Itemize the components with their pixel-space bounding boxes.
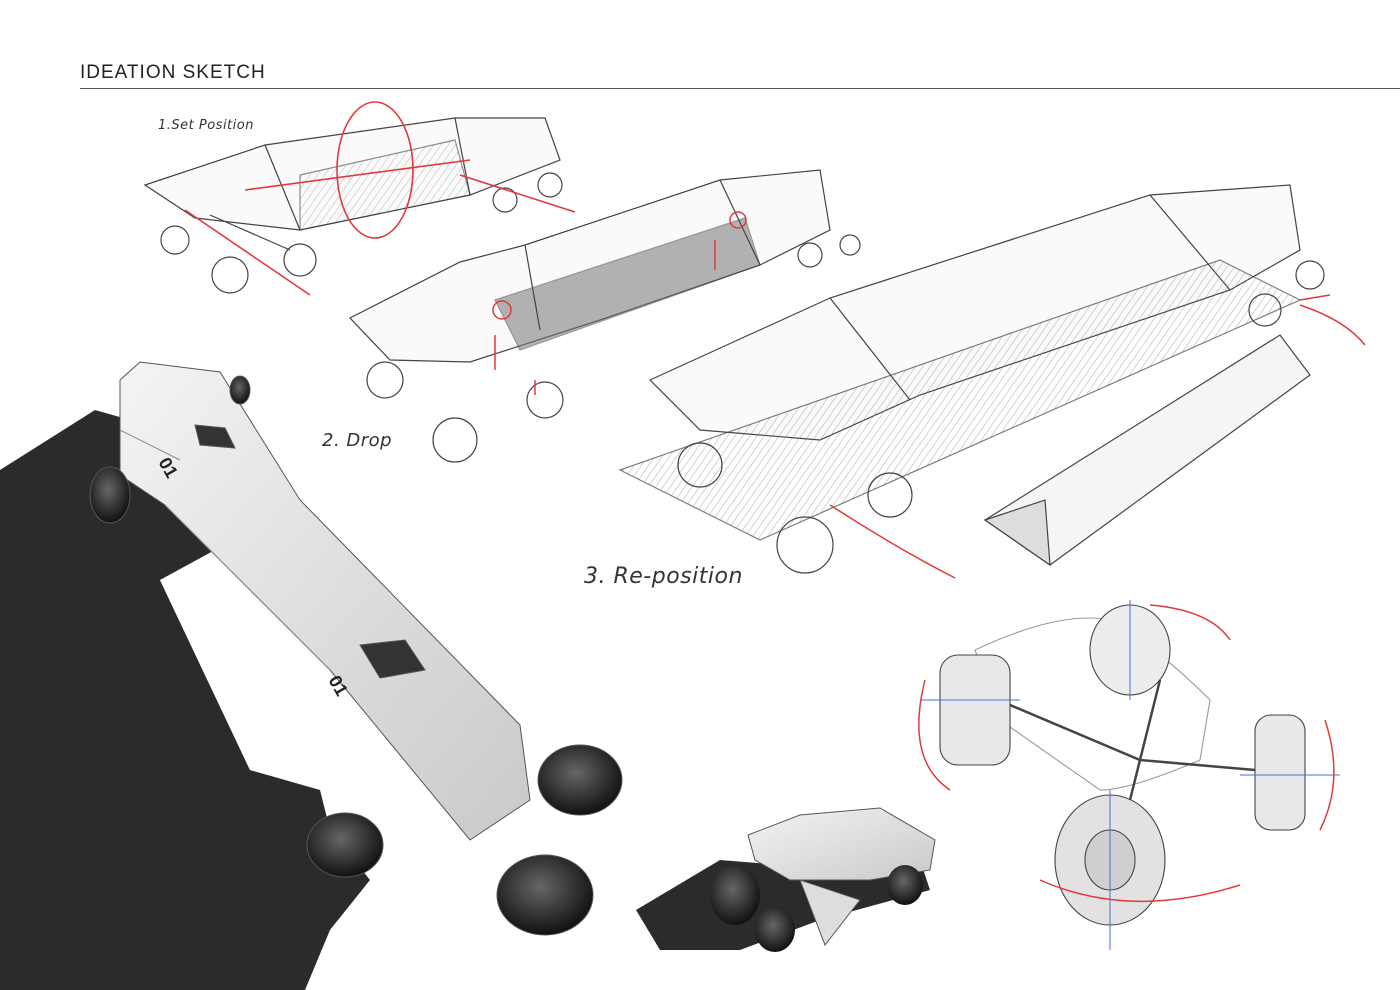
sketch-reposition xyxy=(618,184,1325,574)
page-title: IDEATION SKETCH xyxy=(80,62,266,83)
sketch-drop xyxy=(349,169,861,463)
render-shadow xyxy=(0,410,370,990)
step-label-reposition: 3. Re-position xyxy=(584,564,743,589)
title-rule xyxy=(80,88,1400,89)
sketch-reposition-arrows xyxy=(829,294,1366,579)
step-label-set-position: 1.Set Position xyxy=(158,118,254,133)
step-label-drop: 2. Drop xyxy=(322,430,393,451)
sketch-wheel-module xyxy=(939,604,1306,926)
sketch-wheel-axes xyxy=(920,600,1340,950)
render-small-vehicle xyxy=(636,807,936,952)
sketch-set-position-arrows xyxy=(184,101,576,296)
render-vehicle xyxy=(89,361,623,936)
sketch-wheel-rotation-arrows xyxy=(918,604,1335,903)
sketch-drop-arrows xyxy=(492,211,747,395)
